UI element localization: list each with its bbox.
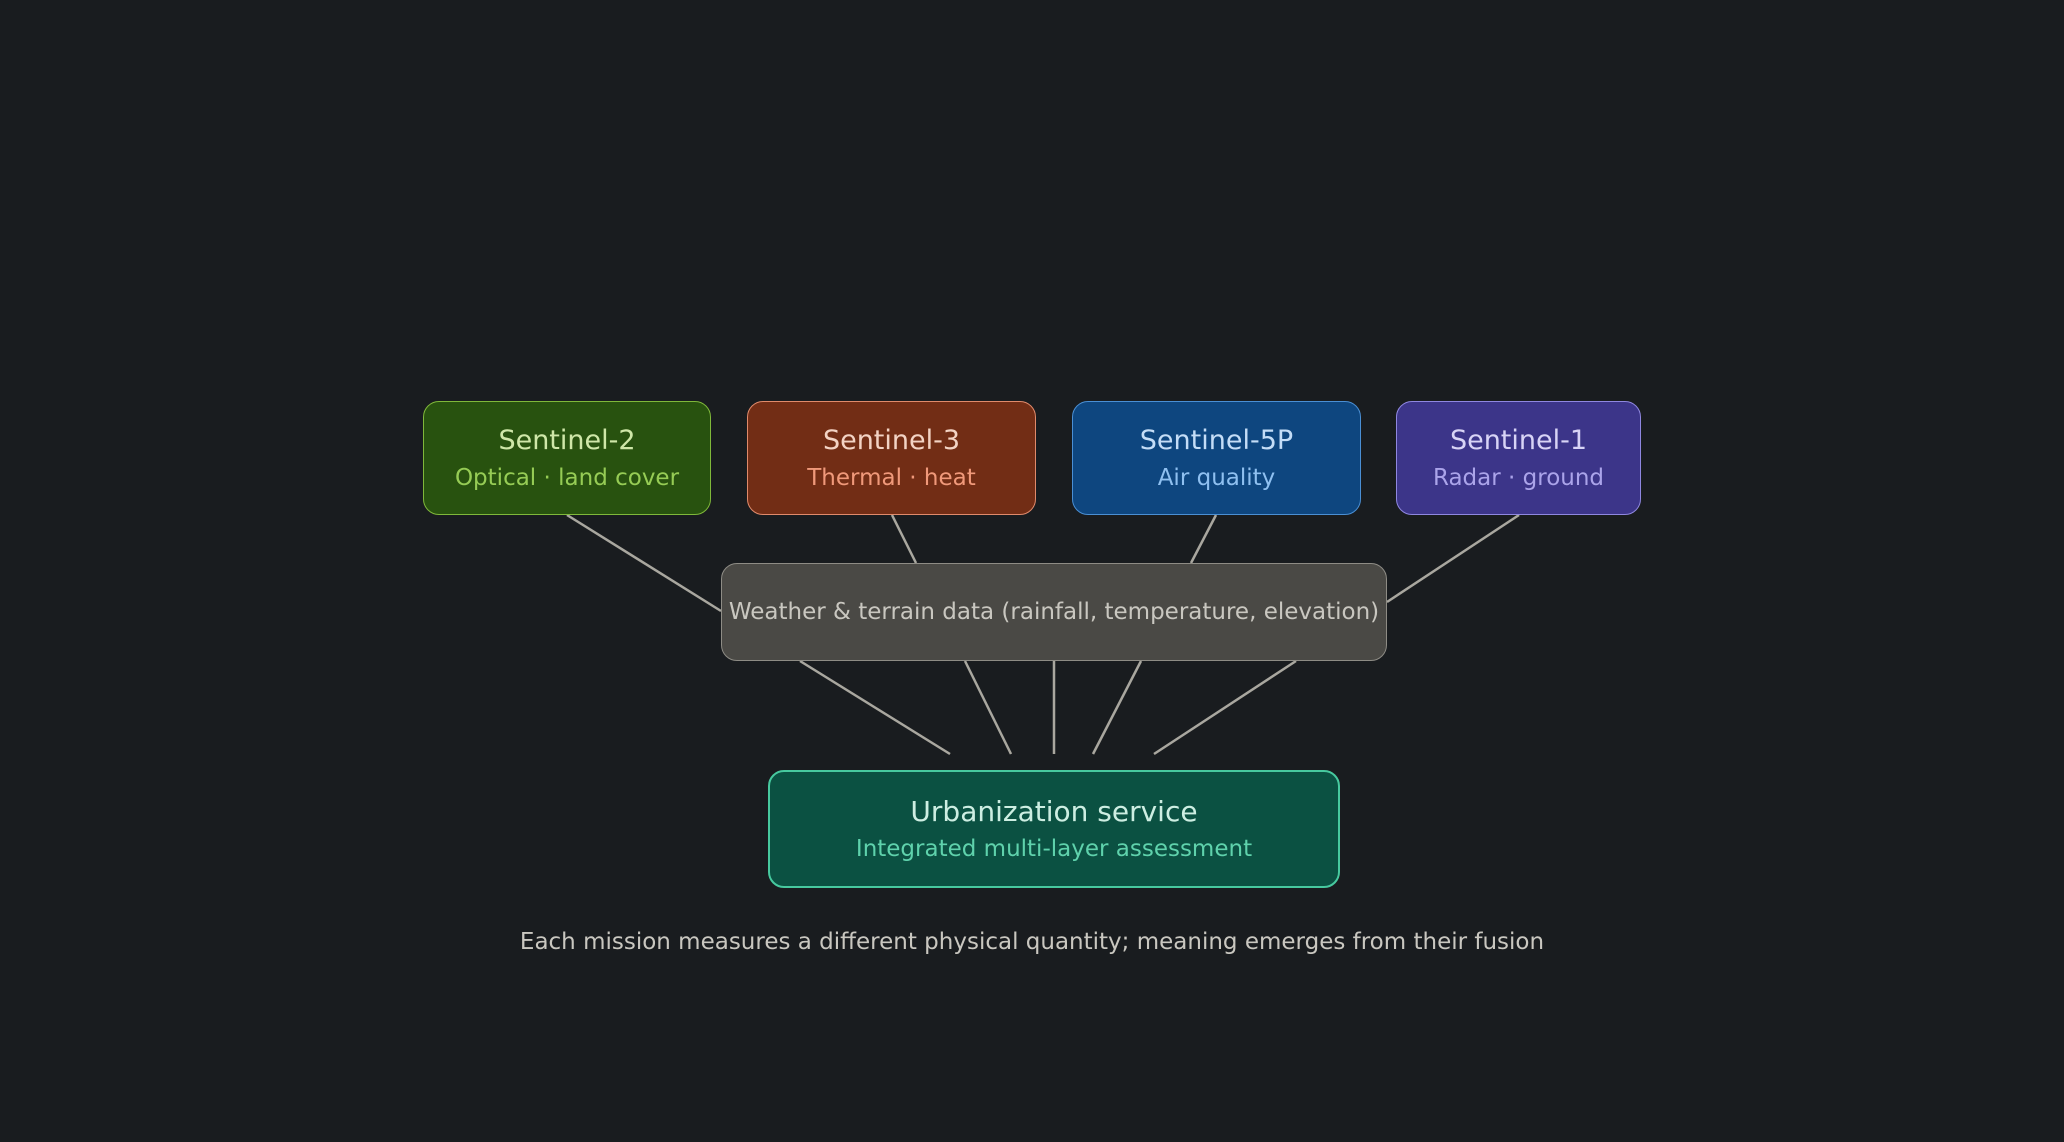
- node-weather-terrain: Weather & terrain data (rainfall, temper…: [721, 563, 1387, 661]
- connector-s5p-weather: [1189, 514, 1218, 564]
- node-subtitle: Air quality: [1157, 464, 1276, 491]
- node-subtitle: Integrated multi-layer assessment: [855, 835, 1253, 862]
- node-sentinel-5p: Sentinel-5P Air quality: [1072, 401, 1361, 515]
- node-title: Sentinel-1: [1449, 424, 1588, 456]
- connector-weather-service-5: [1153, 659, 1297, 756]
- connector-s2-weather: [566, 513, 722, 613]
- node-title: Sentinel-5P: [1139, 424, 1294, 456]
- connector-s3-weather: [890, 514, 918, 564]
- connector-weather-service-4: [1091, 660, 1143, 755]
- node-title: Urbanization service: [910, 794, 1198, 828]
- connector-s1-weather: [1386, 513, 1520, 604]
- connector-weather-service-1: [799, 659, 951, 756]
- node-subtitle: Radar · ground: [1432, 464, 1605, 491]
- diagram-caption: Each mission measures a different physic…: [519, 929, 1545, 955]
- node-sentinel-2: Sentinel-2 Optical · land cover: [423, 401, 711, 515]
- node-urbanization-service: Urbanization service Integrated multi-la…: [768, 770, 1340, 888]
- node-label: Weather & terrain data (rainfall, temper…: [728, 599, 1380, 625]
- node-sentinel-3: Sentinel-3 Thermal · heat: [747, 401, 1036, 515]
- node-title: Sentinel-2: [498, 424, 636, 456]
- node-sentinel-1: Sentinel-1 Radar · ground: [1396, 401, 1641, 515]
- node-subtitle: Optical · land cover: [454, 464, 680, 491]
- connector-weather-service-2: [963, 660, 1013, 755]
- node-subtitle: Thermal · heat: [807, 464, 976, 491]
- node-title: Sentinel-3: [822, 424, 961, 456]
